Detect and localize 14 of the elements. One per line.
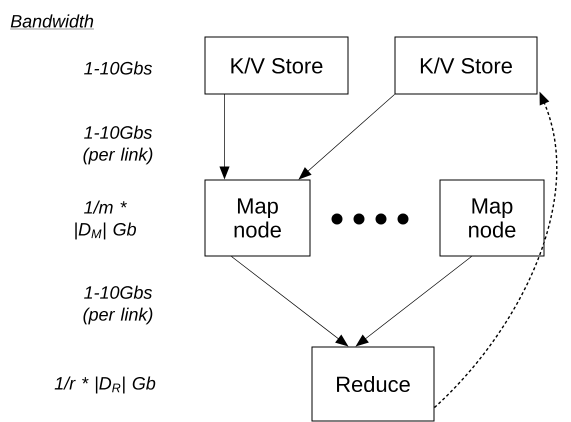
arrow [356,256,472,346]
bandwidth-label: 1-10Gbs (per link) [83,286,152,324]
arrow [298,94,395,180]
process-box: Reduce [312,346,434,422]
bandwidth-label: 1/r * |D$_{R}$| Gb [54,376,156,394]
arrow [231,256,348,346]
bandwidth-label: 1-10Gbs (per link) [83,126,152,164]
heading: Bandwidth [10,14,94,30]
process-box: K/V Store [204,36,348,94]
bandwidth-label: 1/m * |D$_{M}$| Gb [75,200,136,240]
process-box: Map node [204,180,310,256]
bandwidth-label: 1-10Gbs [84,61,152,75]
process-box: Map node [440,180,544,256]
process-box: K/V Store [394,36,538,94]
